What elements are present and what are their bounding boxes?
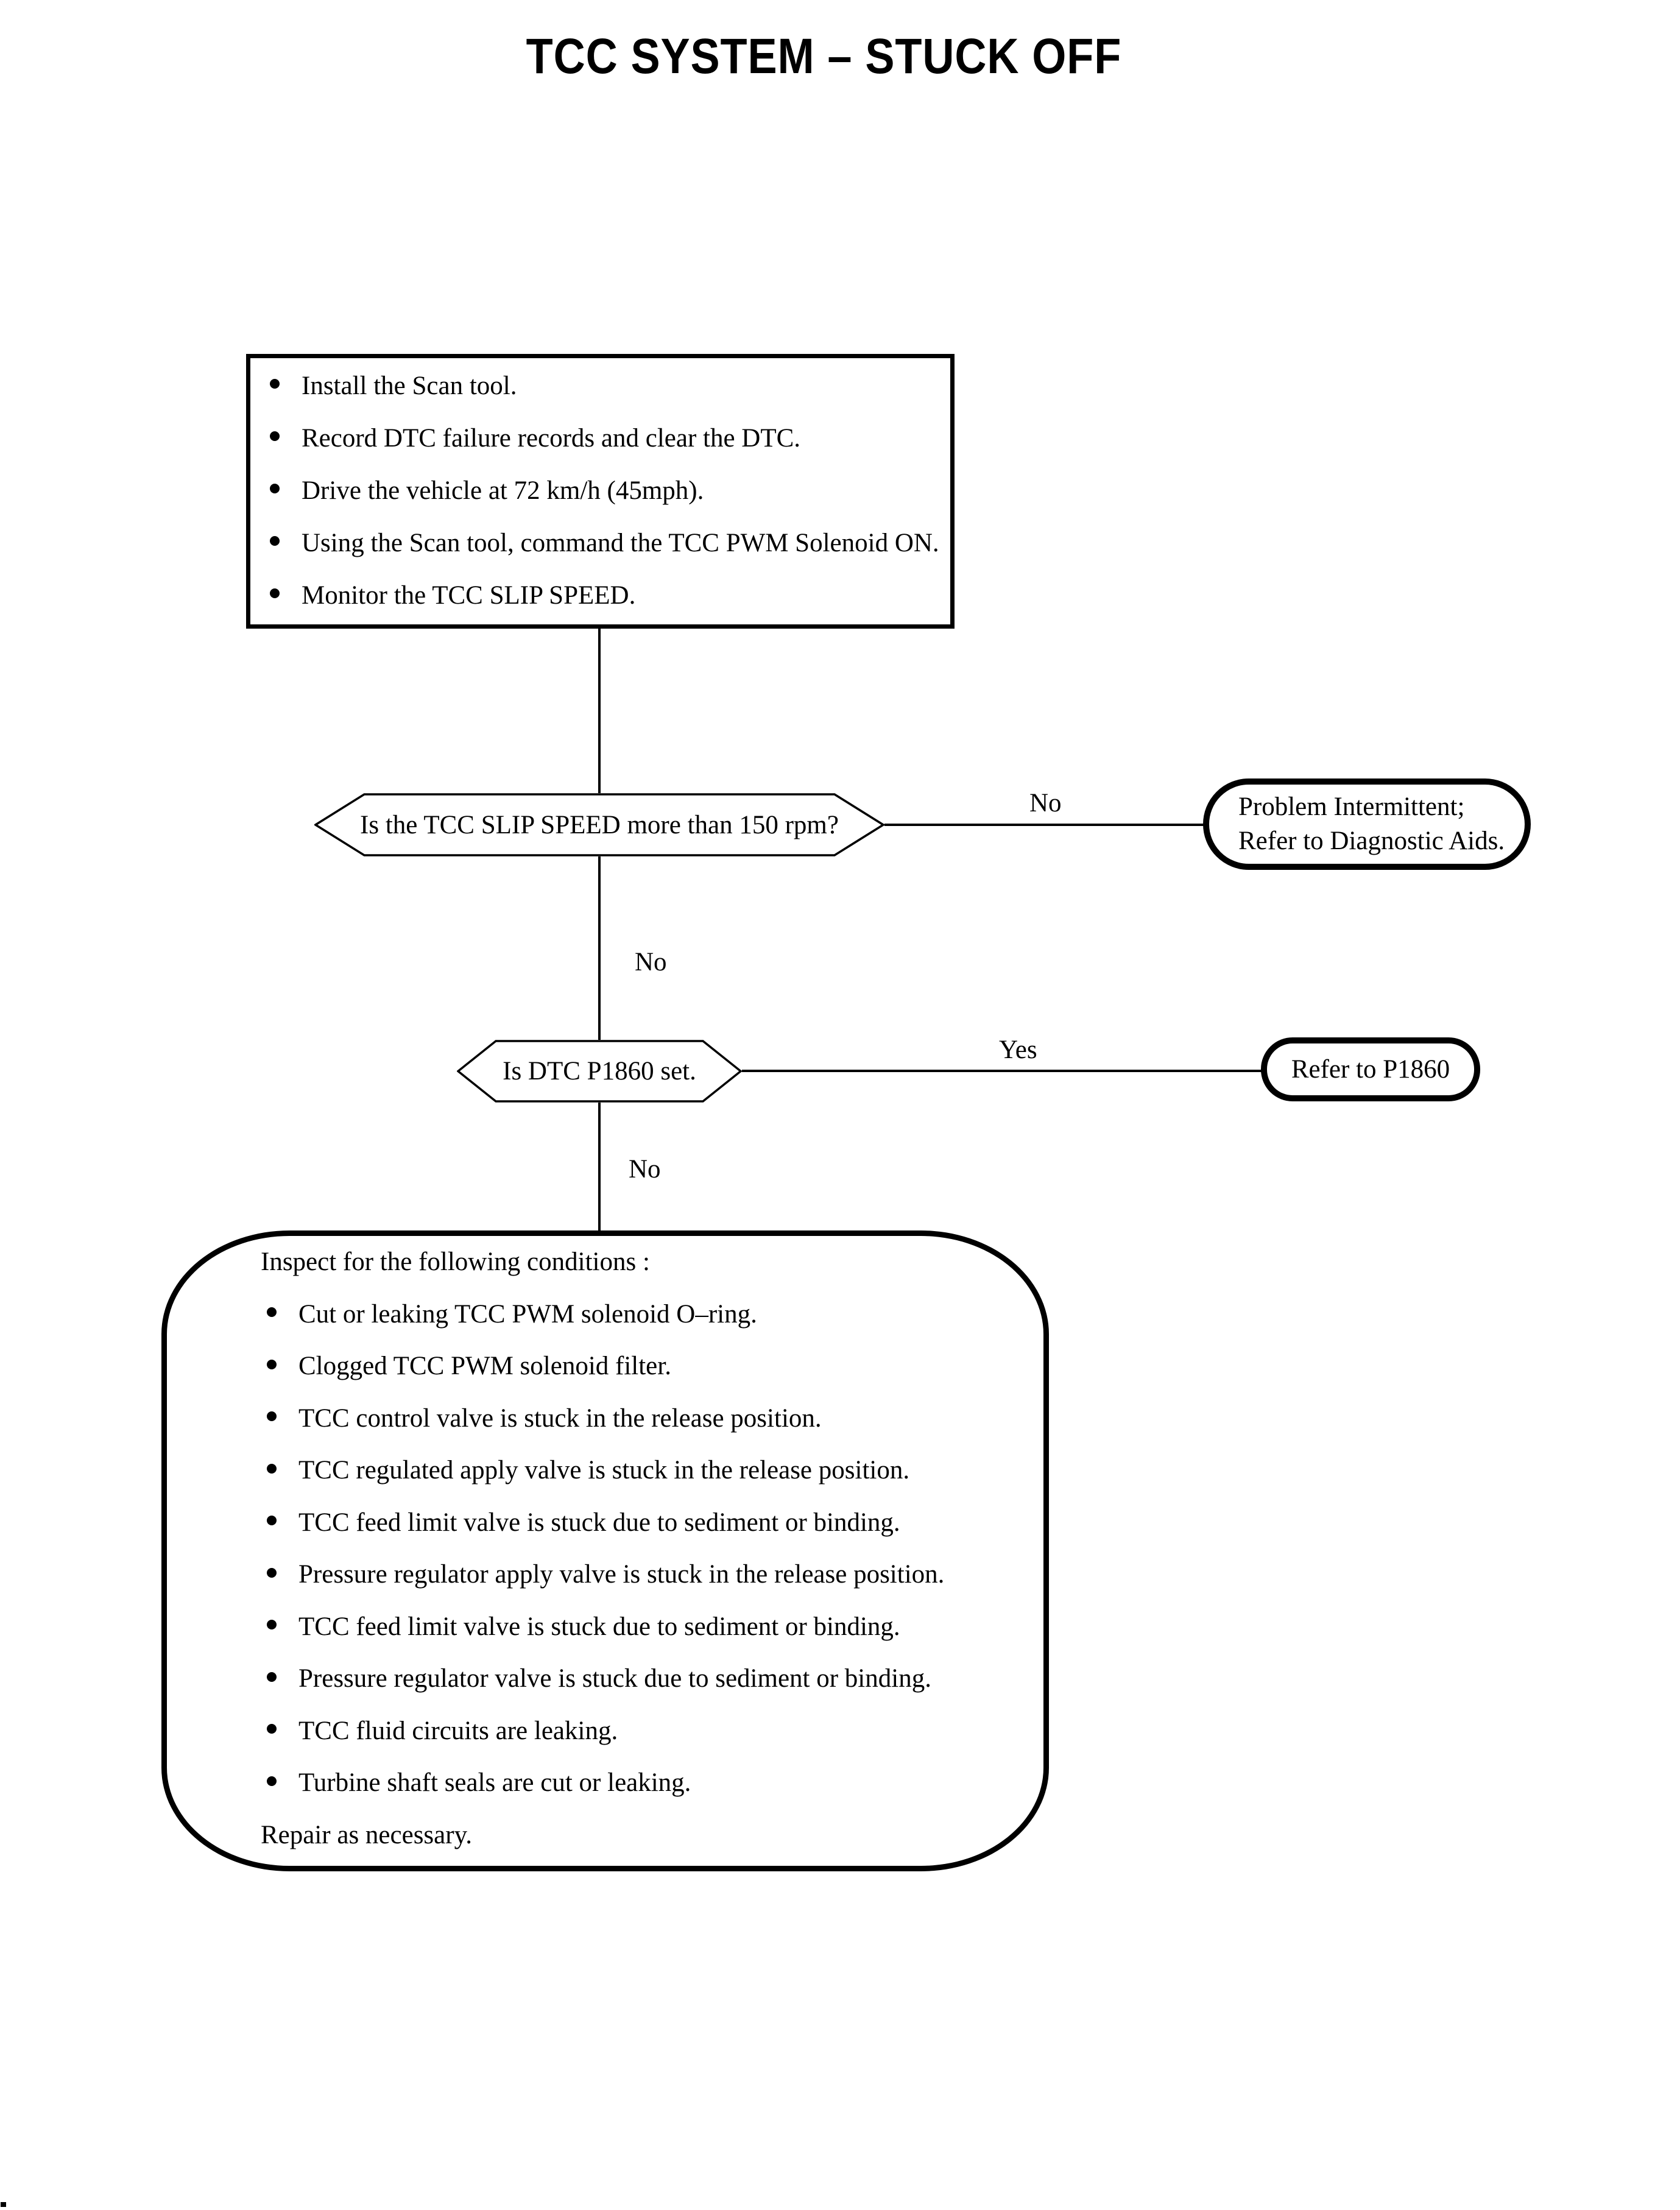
bullet-item-text: Pressure regulator apply valve is stuck … xyxy=(298,1560,945,1589)
bullet-item-text: Record DTC failure records and clear the… xyxy=(302,423,801,453)
bullet-item-text: Pressure regulator valve is stuck due to… xyxy=(298,1664,931,1693)
result2-text: Refer to P1860 xyxy=(1291,1054,1450,1084)
bullet-icon xyxy=(267,1411,277,1422)
bullet-item: Install the Scan tool. xyxy=(250,359,950,412)
inspect-list: Cut or leaking TCC PWM solenoid O–ring. C… xyxy=(167,1288,1043,1809)
result1-pill: Problem Intermittent; Refer to Diagnosti… xyxy=(1203,778,1531,870)
bullet-icon xyxy=(267,1724,277,1734)
decision2-right-label: Yes xyxy=(999,1036,1037,1064)
bullet-item: Cut or leaking TCC PWM solenoid O–ring. xyxy=(167,1288,1043,1341)
inspect-footer: Repair as necessary. xyxy=(261,1820,473,1849)
bullet-icon xyxy=(270,484,280,493)
connector-decision2-yes-right xyxy=(742,1070,1264,1072)
bullet-item-text: Monitor the TCC SLIP SPEED. xyxy=(302,581,636,610)
bullet-item: Record DTC failure records and clear the… xyxy=(250,412,950,464)
bullet-icon xyxy=(270,588,280,598)
bullet-item: Using the Scan tool, command the TCC PWM… xyxy=(250,517,950,569)
bullet-icon xyxy=(270,379,280,389)
bullet-item-text: TCC feed limit valve is stuck due to sed… xyxy=(298,1612,900,1641)
connector-box-to-decision1 xyxy=(598,629,601,793)
bullet-item: Turbine shaft seals are cut or leaking. xyxy=(167,1757,1043,1809)
bullet-item: TCC control valve is stuck in the releas… xyxy=(167,1393,1043,1445)
page-title: TCC SYSTEM – STUCK OFF xyxy=(485,28,1121,85)
connector-decision1-no-right xyxy=(884,824,1205,826)
bullet-item-text: Drive the vehicle at 72 km/h (45mph). xyxy=(302,476,704,505)
decision1-question: Is the TCC SLIP SPEED more than 150 rpm? xyxy=(360,810,839,839)
connector-decision1-down xyxy=(598,856,601,1040)
bullet-item-text: Cut or leaking TCC PWM solenoid O–ring. xyxy=(298,1299,757,1329)
bullet-icon xyxy=(267,1620,277,1630)
decision1-hexagon: Is the TCC SLIP SPEED more than 150 rpm? xyxy=(314,793,884,856)
bullet-icon xyxy=(270,431,280,441)
result2-pill: Refer to P1860 xyxy=(1261,1037,1480,1101)
procedure-list: Install the Scan tool. Record DTC failure… xyxy=(250,359,950,621)
bullet-item-text: TCC control valve is stuck in the releas… xyxy=(298,1403,822,1433)
bullet-item: Monitor the TCC SLIP SPEED. xyxy=(250,569,950,621)
decision2-down-label: No xyxy=(629,1155,661,1184)
bullet-item: TCC feed limit valve is stuck due to sed… xyxy=(167,1497,1043,1549)
bullet-item-text: TCC regulated apply valve is stuck in th… xyxy=(298,1456,910,1485)
bullet-item-text: Install the Scan tool. xyxy=(302,371,517,400)
procedure-box: Install the Scan tool. Record DTC failure… xyxy=(246,354,955,629)
bullet-item-text: TCC feed limit valve is stuck due to sed… xyxy=(298,1508,900,1537)
bullet-icon xyxy=(267,1516,277,1526)
bullet-icon xyxy=(267,1567,277,1578)
bullet-item: TCC regulated apply valve is stuck in th… xyxy=(167,1444,1043,1497)
hexagon-shape-icon xyxy=(457,1040,742,1103)
scan-artifact xyxy=(1,2202,6,2207)
bullet-item-text: Using the Scan tool, command the TCC PWM… xyxy=(302,528,939,557)
inspect-box: Inspect for the following conditions : C… xyxy=(161,1230,1049,1871)
bullet-item: Pressure regulator apply valve is stuck … xyxy=(167,1548,1043,1601)
bullet-item-text: Turbine shaft seals are cut or leaking. xyxy=(298,1768,691,1798)
bullet-item-text: TCC fluid circuits are leaking. xyxy=(298,1716,618,1745)
bullet-item: TCC fluid circuits are leaking. xyxy=(167,1705,1043,1757)
decision2-question: Is DTC P1860 set. xyxy=(503,1057,696,1086)
bullet-item: TCC feed limit valve is stuck due to sed… xyxy=(167,1601,1043,1653)
bullet-icon xyxy=(267,1463,277,1474)
bullet-icon xyxy=(267,1672,277,1682)
bullet-item: Drive the vehicle at 72 km/h (45mph). xyxy=(250,464,950,517)
bullet-icon xyxy=(267,1307,277,1318)
decision2-hexagon: Is DTC P1860 set. xyxy=(457,1040,742,1103)
bullet-item-text: Clogged TCC PWM solenoid filter. xyxy=(298,1352,671,1381)
inspect-heading: Inspect for the following conditions : xyxy=(261,1248,650,1277)
bullet-item: Clogged TCC PWM solenoid filter. xyxy=(167,1340,1043,1393)
bullet-icon xyxy=(267,1359,277,1369)
result1-line1: Problem Intermittent; xyxy=(1238,793,1465,821)
connector-decision2-down xyxy=(598,1103,601,1233)
decision1-right-label: No xyxy=(1029,789,1062,817)
decision1-down-label: No xyxy=(635,948,667,976)
bullet-icon xyxy=(267,1776,277,1786)
bullet-item: Pressure regulator valve is stuck due to… xyxy=(167,1653,1043,1705)
page-title-text: TCC SYSTEM – STUCK OFF xyxy=(526,29,1122,84)
hexagon-shape-icon xyxy=(314,793,884,856)
result1-line2: Refer to Diagnostic Aids. xyxy=(1238,827,1505,855)
bullet-icon xyxy=(270,536,280,546)
